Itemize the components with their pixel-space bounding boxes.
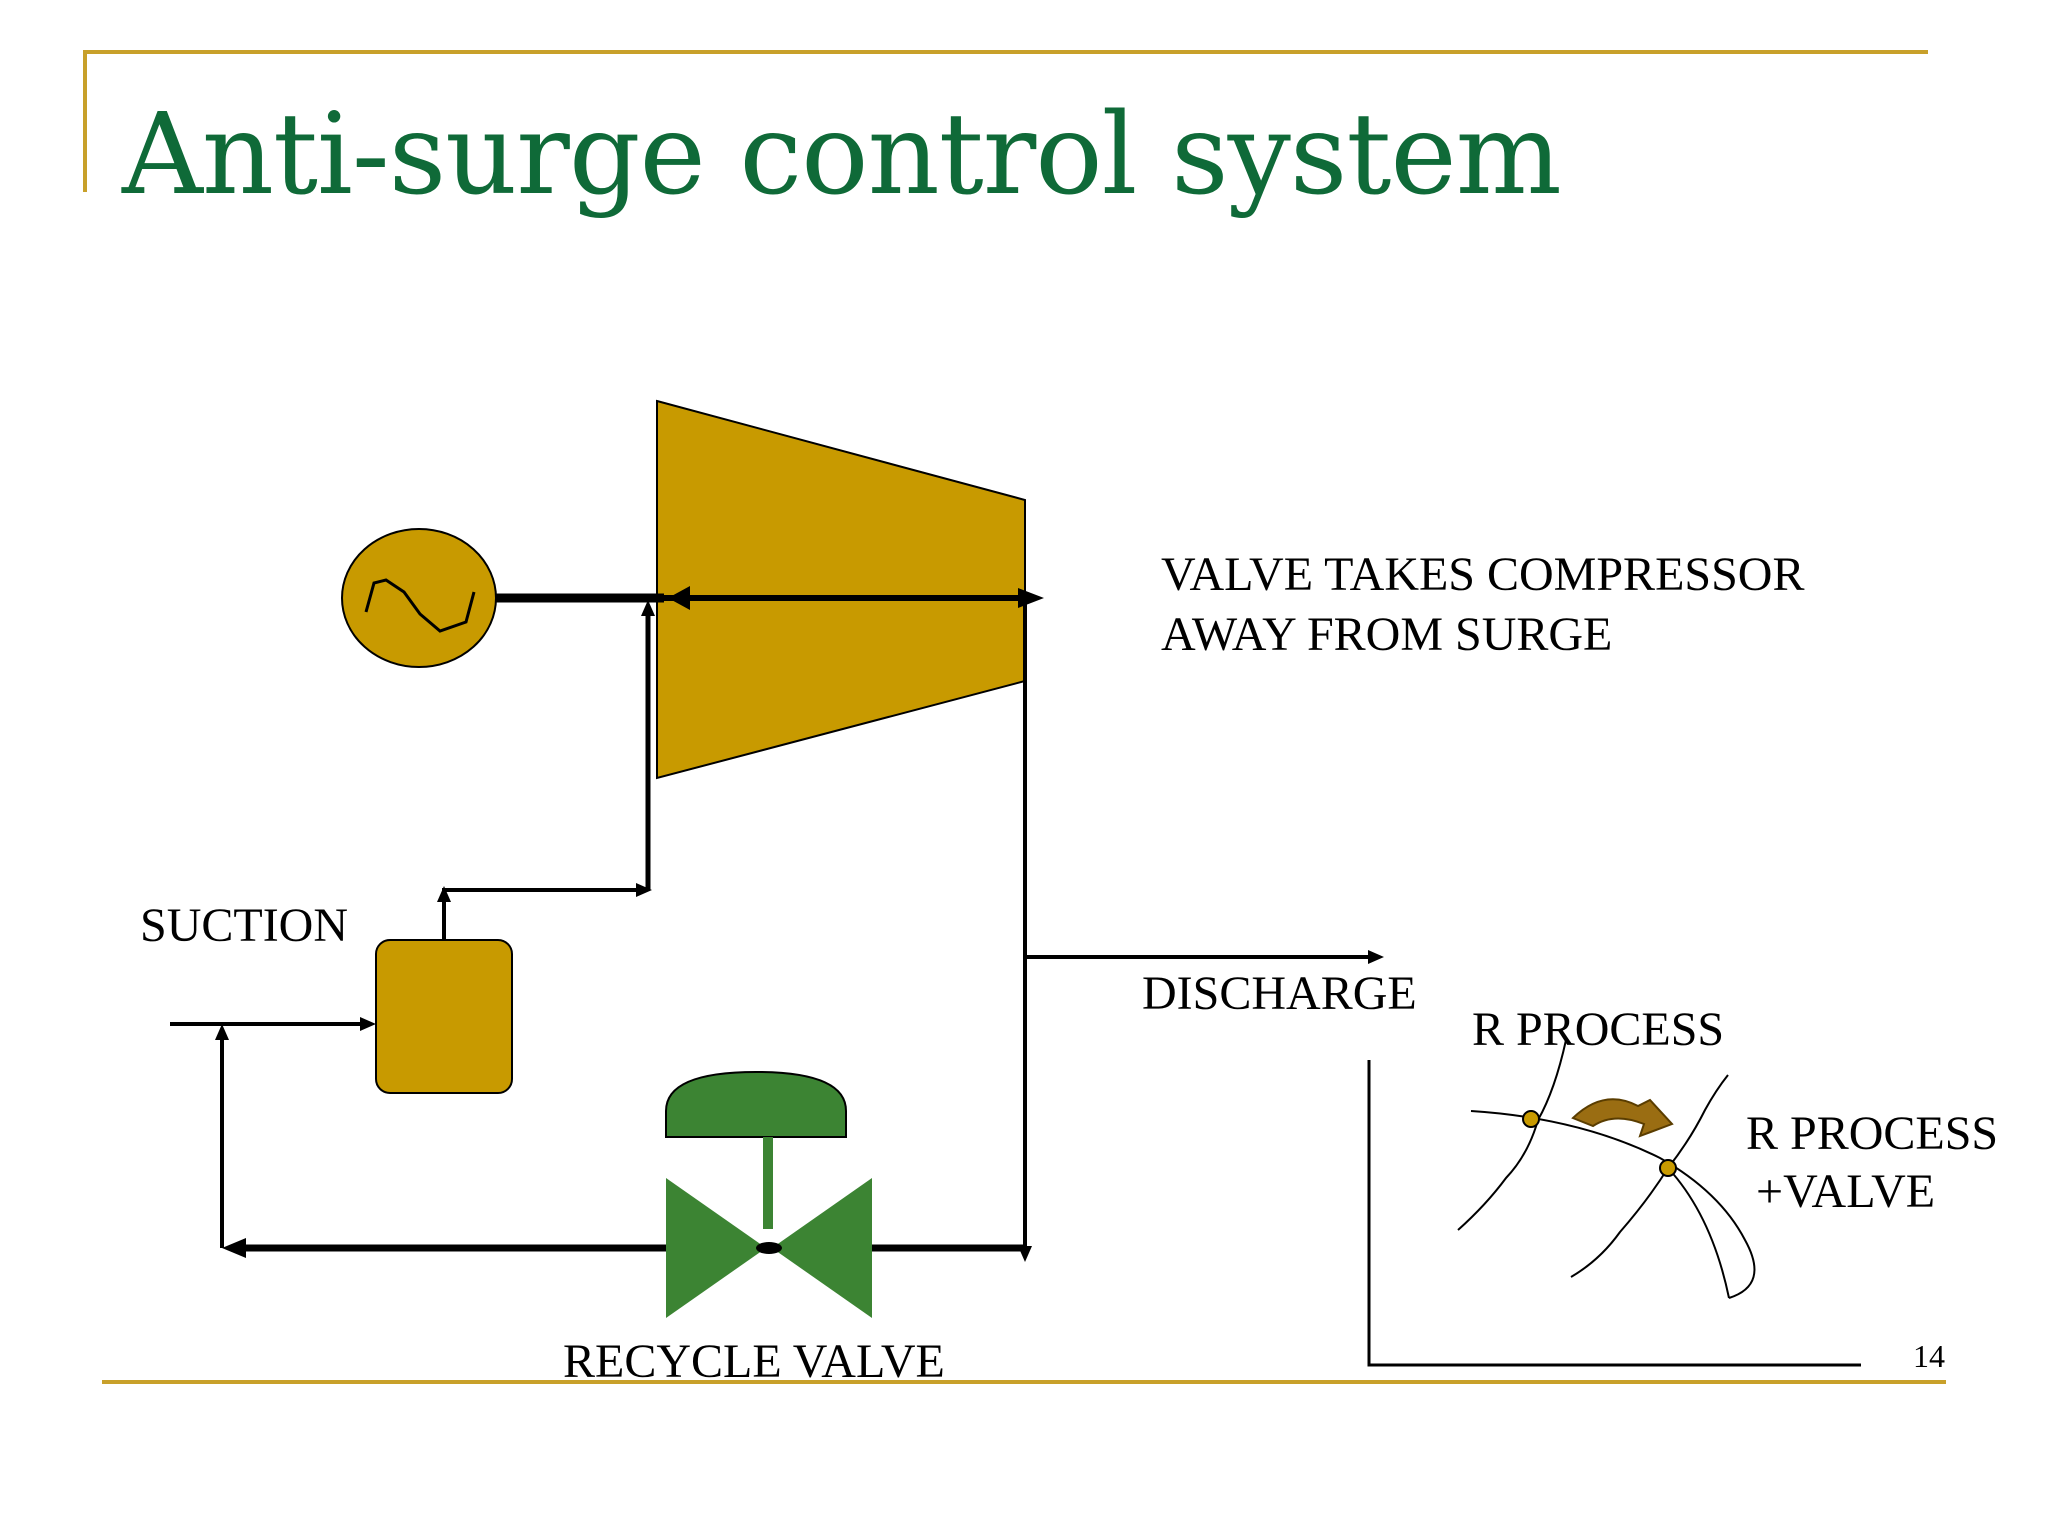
slide-title: Anti-surge control system xyxy=(122,90,1562,220)
recycle-return-arrowhead xyxy=(215,1024,229,1040)
suction-inlet-arrowhead xyxy=(360,1017,376,1031)
valve-stem-icon xyxy=(763,1137,773,1229)
operating-shift-arrow-icon xyxy=(1571,1098,1674,1138)
vessel-outlet-line xyxy=(442,888,640,940)
discharge-label: DISCHARGE xyxy=(1142,967,1417,1020)
compressor-suction-arrowhead xyxy=(641,600,655,616)
suction-label: SUCTION xyxy=(140,899,349,952)
vessel-outlet-arrowhead-right xyxy=(636,883,652,897)
operating-point-process-valve xyxy=(1659,1159,1677,1177)
recycle-valve-label: RECYCLE VALVE xyxy=(563,1335,945,1388)
operating-point-process xyxy=(1522,1110,1540,1128)
shaft-arrowhead-left xyxy=(668,586,690,610)
valve-seat-icon xyxy=(756,1242,782,1254)
note-line-1: VALVE TAKES COMPRESSOR xyxy=(1161,548,1805,601)
title-frame-rule xyxy=(83,50,1928,192)
valve-body-left-icon xyxy=(666,1178,766,1318)
compressor-curve-tail xyxy=(1667,1167,1730,1299)
performance-map-axes xyxy=(1367,1060,1861,1367)
process-resistance-curve xyxy=(1457,1039,1567,1231)
page-number: 14 xyxy=(1913,1338,1945,1374)
valve-actuator-icon xyxy=(665,1070,847,1138)
motor-sine-icon xyxy=(364,578,476,633)
r-process-valve-label-line-1: R PROCESS xyxy=(1746,1107,1999,1160)
r-process-valve-label-line-2: +VALVE xyxy=(1756,1165,1936,1218)
note-line-2: AWAY FROM SURGE xyxy=(1161,608,1613,661)
compressor-icon xyxy=(656,399,1026,780)
vessel-outlet-arrowhead-up xyxy=(437,886,451,902)
recycle-line-arrowhead xyxy=(222,1238,246,1258)
suction-vessel-icon xyxy=(375,939,513,1094)
r-process-label: R PROCESS xyxy=(1472,1003,1725,1056)
discharge-outlet-arrowhead xyxy=(1368,950,1384,964)
shaft-arrowhead-right xyxy=(1018,588,1044,608)
compressor-characteristic-curve xyxy=(1470,1110,1756,1299)
valve-body-right-icon xyxy=(772,1178,872,1318)
